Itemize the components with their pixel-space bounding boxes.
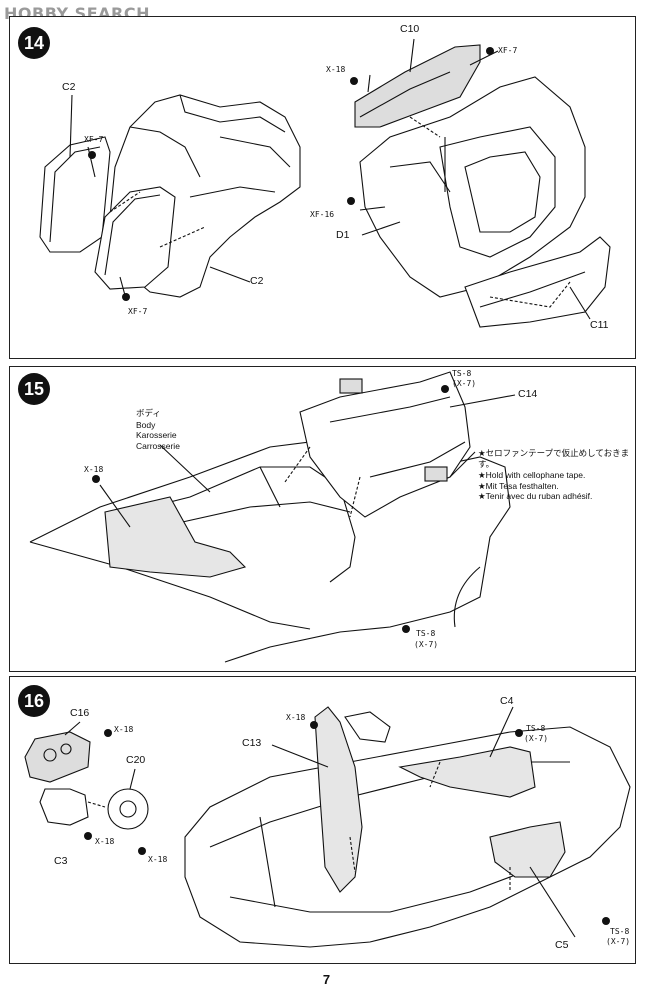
paint-dot-icon: [92, 475, 100, 483]
label-x18: X-18: [84, 465, 104, 474]
step-16-illustration: [24, 706, 631, 948]
paint-dot-icon: [88, 151, 96, 159]
paint-dot-icon: [602, 917, 610, 925]
paint-dot-icon: [347, 197, 355, 205]
label-c16: C16: [70, 707, 90, 719]
label-c10: C10: [400, 23, 420, 35]
label-c11: C11: [590, 319, 609, 331]
label-xf7-top: XF-7: [84, 135, 104, 144]
label-xf7-c10: XF-7: [498, 46, 518, 55]
step-15-panel: 15 TS-8 (: [9, 366, 636, 672]
label-xf7-bottom: XF-7: [128, 307, 148, 316]
label-xf16: XF-16: [310, 210, 335, 219]
label-c13: C13: [242, 737, 262, 749]
paint-dot-icon: [441, 385, 449, 393]
label-x7-bottom: (X-7): [606, 937, 631, 946]
label-ts8-top: TS-8: [526, 724, 546, 733]
label-ts8-top: TS-8: [452, 369, 472, 378]
label-c5: C5: [555, 939, 569, 951]
step-14-panel: 14: [9, 16, 636, 359]
paint-dot-icon: [350, 77, 358, 85]
step-number: 14: [18, 27, 50, 59]
tape-note: ★セロファンテープで仮止めしておきます。 ★Hold with cellopha…: [478, 449, 635, 502]
body-label-en: Body: [136, 419, 156, 430]
step-15-illustration: [29, 371, 516, 663]
label-x7-top: (X-7): [524, 734, 549, 743]
label-d1: D1: [336, 229, 350, 241]
step-number: 16: [18, 685, 50, 717]
paint-dot-icon: [310, 721, 318, 729]
body-label-jp: ボディ: [136, 409, 161, 419]
step-14-illustration: [39, 38, 611, 328]
label-x18: X-18: [326, 65, 346, 74]
note-jp: ★セロファンテープで仮止めしておきます。: [478, 449, 630, 470]
note-fr: ★Tenir avec du ruban adhésif.: [478, 491, 593, 501]
step-number: 15: [18, 373, 50, 405]
paint-dot-icon: [104, 729, 112, 737]
label-x18-c20: X-18: [148, 855, 168, 864]
paint-dot-icon: [122, 293, 130, 301]
paint-dot-icon: [515, 729, 523, 737]
label-c20: C20: [126, 754, 146, 766]
note-de: ★Mit Tesa festhalten.: [478, 480, 559, 491]
label-c2-bottom: C2: [250, 275, 264, 287]
paint-dot-icon: [138, 847, 146, 855]
label-ts8-bottom: TS-8: [416, 629, 436, 638]
paint-dot-icon: [486, 47, 494, 55]
note-en: ★Hold with cellophane tape.: [478, 470, 586, 480]
label-x7-bottom: (X-7): [414, 640, 439, 649]
page-number: 7: [322, 972, 331, 987]
label-ts8-bottom: TS-8: [610, 927, 630, 936]
label-c14: C14: [518, 388, 538, 400]
label-x18-c16: X-18: [114, 725, 134, 734]
label-x18-c3: X-18: [95, 837, 115, 846]
label-c2-top: C2: [62, 81, 76, 93]
label-c3: C3: [54, 855, 68, 867]
paint-dot-icon: [84, 832, 92, 840]
paint-dot-icon: [402, 625, 410, 633]
label-c4: C4: [500, 695, 514, 707]
body-label-de: Karosserie: [136, 430, 177, 440]
body-label-group: ボディ Body Karosserie Carrosserie: [136, 409, 180, 451]
label-x7-top: (X-7): [452, 379, 477, 388]
label-x18-c13: X-18: [286, 713, 306, 722]
body-label-fr: Carrosserie: [136, 440, 180, 451]
step-16-panel: 16: [9, 676, 636, 964]
